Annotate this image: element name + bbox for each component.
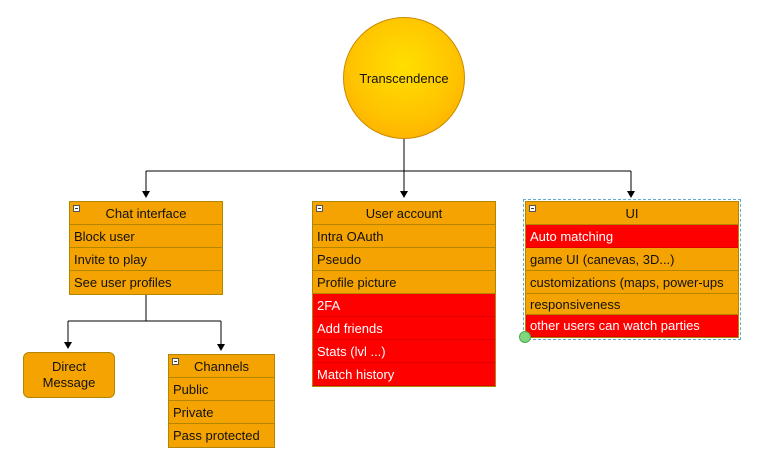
list-item: Block user [70,225,222,248]
list-item: Public [169,378,274,401]
list-item: customizations (maps, power-ups [526,271,738,294]
chat-interface-title: Chat interface [105,205,187,221]
list-item: Pseudo [313,248,495,271]
user-account-title: User account [365,205,443,221]
list-item: Intra OAuth [313,225,495,248]
list-item-highlighted: Stats (lvl ...) [313,340,495,363]
connection-handle-icon[interactable] [519,331,531,343]
chat-interface-node[interactable]: Chat interface Block user Invite to play… [69,201,223,295]
list-item-highlighted: Auto matching [526,225,738,248]
list-item: Pass protected [173,428,260,443]
edge-root-children [142,139,635,198]
list-item: Private [169,401,274,424]
ui-node[interactable]: UI Auto matching game UI (canevas, 3D...… [523,199,741,340]
channels-title: Channels [194,358,249,374]
edge-chat-children [64,295,225,351]
list-item-highlighted: Add friends [313,317,495,340]
collapse-icon[interactable] [172,358,179,365]
list-item: See user profiles [74,275,172,290]
collapse-icon[interactable] [529,205,536,212]
chat-interface-header: Chat interface [70,202,222,225]
collapse-icon[interactable] [73,205,80,212]
list-item-highlighted: 2FA [313,294,495,317]
list-item: Invite to play [70,248,222,271]
direct-message-label: Direct Message [42,359,96,390]
collapse-icon[interactable] [316,205,323,212]
user-account-node[interactable]: User account Intra OAuth Pseudo Profile … [312,201,496,387]
ui-header: UI [526,202,738,225]
list-item: responsiveness [526,294,738,315]
channels-node[interactable]: Channels Public Private Pass protected [168,354,275,448]
channels-header: Channels [169,355,274,378]
list-item-highlighted: Match history [313,363,495,386]
direct-message-node[interactable]: Direct Message [23,352,115,398]
root-label: Transcendence [359,70,449,86]
list-item: Profile picture [313,271,495,294]
user-account-header: User account [313,202,495,225]
list-item: game UI (canevas, 3D...) [526,248,738,271]
root-node[interactable]: Transcendence [343,17,465,139]
ui-title: UI [625,205,639,221]
list-item-highlighted: other users can watch parties [526,315,738,337]
